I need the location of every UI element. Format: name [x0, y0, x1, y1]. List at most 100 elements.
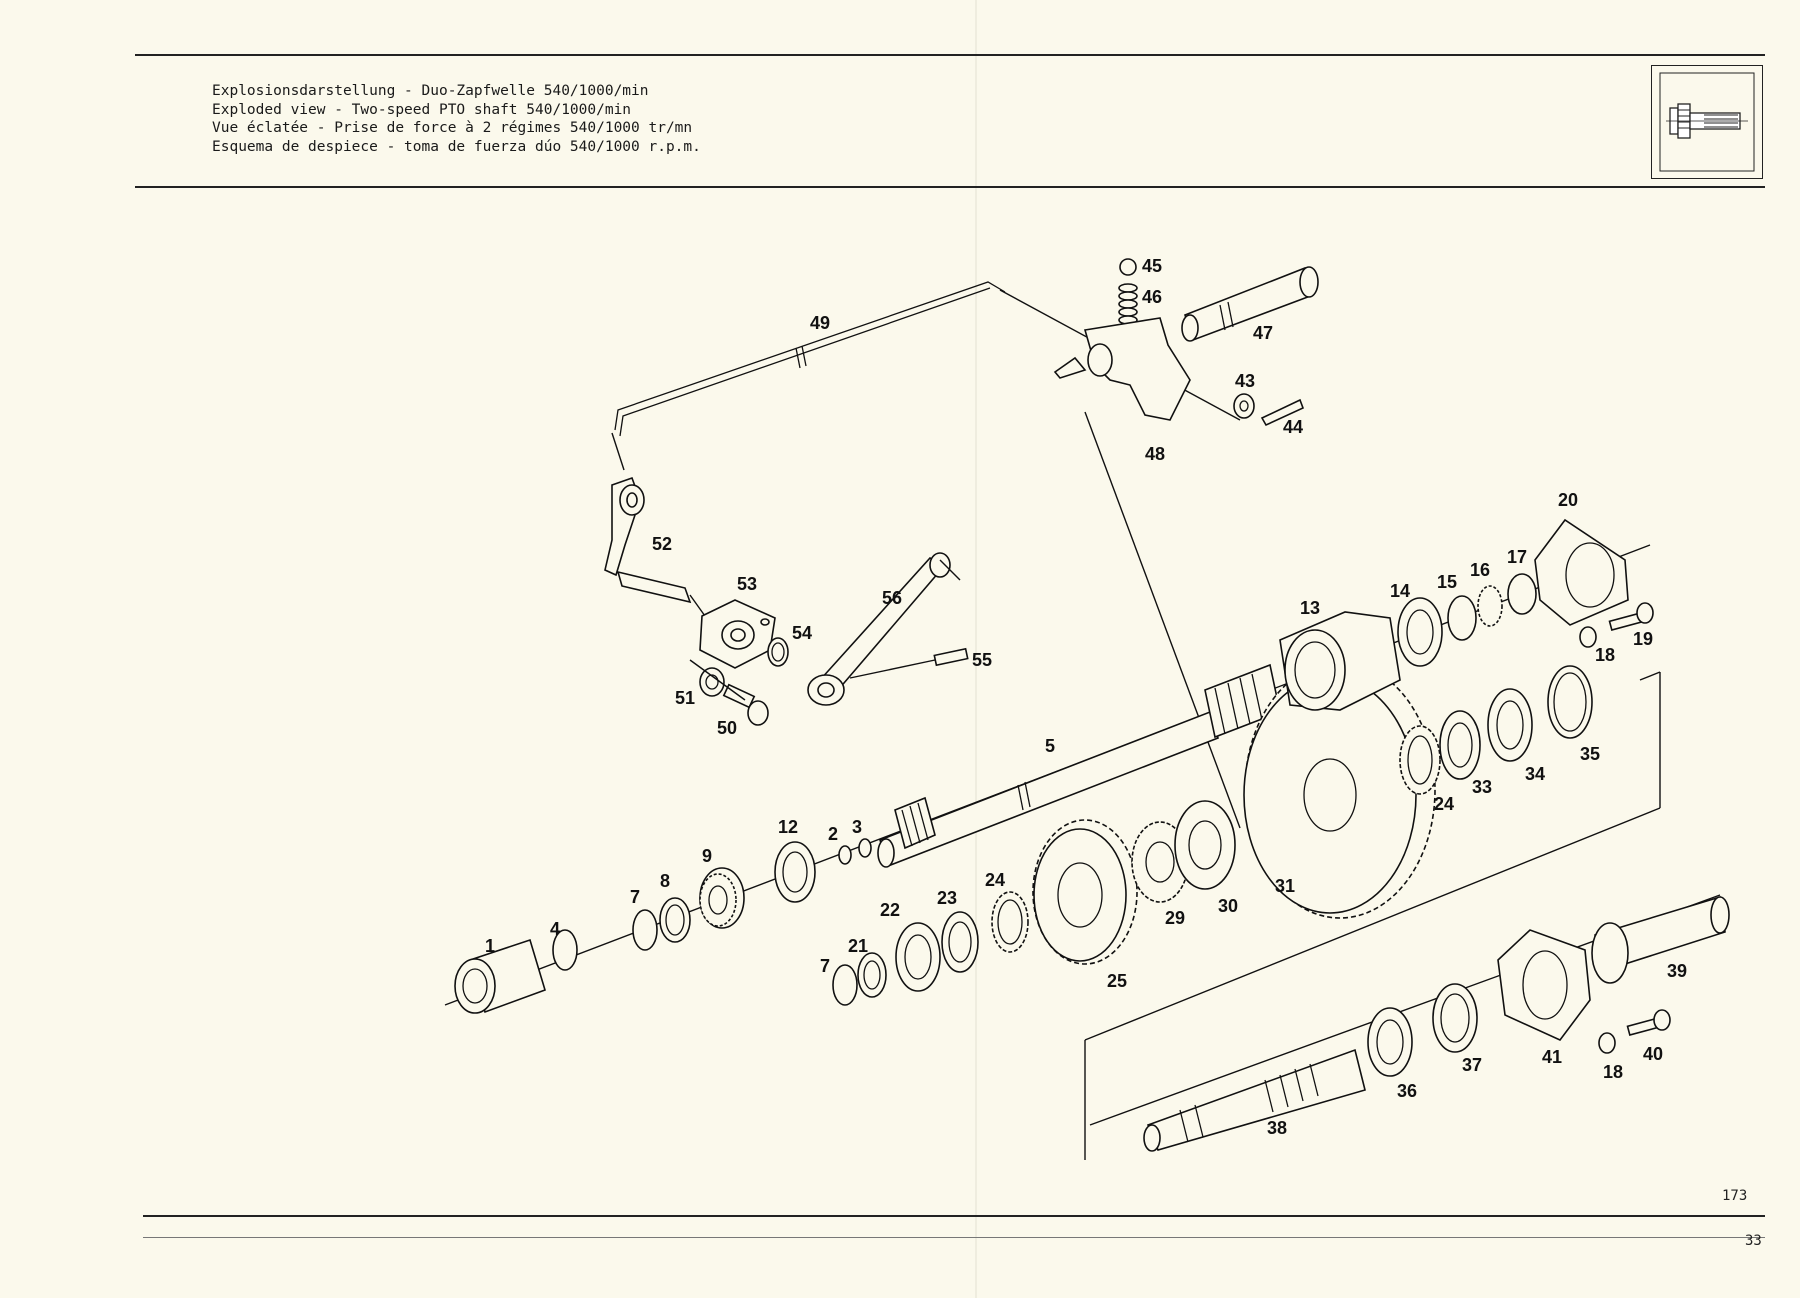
- label-20: 20: [1558, 490, 1578, 510]
- part-22-bearing: [895, 922, 941, 992]
- page-fold: [975, 0, 977, 1298]
- label-46: 46: [1142, 287, 1162, 307]
- label-4: 4: [550, 919, 560, 939]
- label-24: 24: [985, 870, 1005, 890]
- part-20-cover-plate: [1534, 518, 1629, 626]
- part-24b-needle-bearing: [1399, 725, 1441, 795]
- part-17-nut: [1507, 573, 1537, 615]
- label-29: 29: [1165, 908, 1185, 928]
- part-labels: 1 2 3 4 5 7 7 8 9 12 13 14 15 16 17 18 1…: [485, 256, 1687, 1138]
- part-47-shift-rod: [1181, 266, 1319, 342]
- label-14: 14: [1390, 581, 1410, 601]
- label-16: 16: [1470, 560, 1490, 580]
- part-44-cotter-pin: [1260, 398, 1305, 427]
- part-19-bolt: [1608, 602, 1654, 631]
- label-18: 18: [1595, 645, 1615, 665]
- part-18-washer: [1579, 626, 1597, 648]
- pto-shaft-icon: [1659, 72, 1755, 172]
- part-43-washer: [1233, 393, 1255, 419]
- sheet-number: 33: [1745, 1233, 1762, 1249]
- label-54: 54: [792, 623, 812, 643]
- part-38-output-shaft: [1143, 1048, 1366, 1152]
- part-54-ring: [767, 637, 789, 667]
- part-18b-washer: [1598, 1032, 1616, 1054]
- label-55: 55: [972, 650, 992, 670]
- part-45-ball: [1119, 258, 1137, 276]
- part-21-ring: [857, 952, 887, 998]
- part-39-shaft-sleeve: [1591, 895, 1730, 984]
- footer-rule: [143, 1215, 1765, 1217]
- label-45: 45: [1142, 256, 1162, 276]
- title-line-de: Explosionsdarstellung - Duo-Zapfwelle 54…: [212, 83, 649, 99]
- label-48: 48: [1145, 444, 1165, 464]
- label-38: 38: [1267, 1118, 1287, 1138]
- part-1-coupler: [454, 938, 546, 1014]
- part-25-gear: [1032, 819, 1138, 965]
- part-36-bearing: [1367, 1007, 1413, 1077]
- part-53-flange: [699, 599, 776, 669]
- part-34-bearing: [1487, 688, 1533, 762]
- label-7b: 7: [820, 956, 830, 976]
- label-15: 15: [1437, 572, 1457, 592]
- part-41-cover-plate: [1497, 929, 1591, 1041]
- part-52-lever: [604, 476, 716, 631]
- section-thumbnail: [1651, 65, 1763, 179]
- part-7b-circlip: [832, 964, 858, 1006]
- label-44: 44: [1283, 417, 1303, 437]
- label-8: 8: [660, 871, 670, 891]
- label-52: 52: [652, 534, 672, 554]
- label-25: 25: [1107, 971, 1127, 991]
- part-37-seal: [1432, 983, 1478, 1053]
- label-17: 17: [1507, 547, 1527, 567]
- part-33-bearing: [1439, 710, 1481, 780]
- part-35-ring: [1547, 665, 1593, 739]
- label-37: 37: [1462, 1055, 1482, 1075]
- label-53: 53: [737, 574, 757, 594]
- label-33: 33: [1472, 777, 1492, 797]
- header-bottom-rule: [135, 186, 1765, 188]
- label-7: 7: [630, 887, 640, 907]
- label-3: 3: [852, 817, 862, 837]
- top-rule: [135, 54, 1765, 56]
- part-30-clutch-sleeve: [1174, 800, 1236, 890]
- part-12-bearing: [774, 841, 816, 903]
- footer-rule-thin: [143, 1237, 1765, 1238]
- part-23-bearing: [941, 911, 979, 973]
- label-18b: 18: [1603, 1062, 1623, 1082]
- label-50: 50: [717, 718, 737, 738]
- label-19: 19: [1633, 629, 1653, 649]
- label-35: 35: [1580, 744, 1600, 764]
- title-block: Explosionsdarstellung - Duo-Zapfwelle 54…: [212, 82, 701, 156]
- label-31: 31: [1275, 876, 1295, 896]
- label-23: 23: [937, 888, 957, 908]
- label-22: 22: [880, 900, 900, 920]
- label-12: 12: [778, 817, 798, 837]
- part-16-lockwasher: [1477, 585, 1503, 627]
- label-40: 40: [1643, 1044, 1663, 1064]
- leader-48-30: [1084, 411, 1241, 829]
- label-5: 5: [1045, 736, 1055, 756]
- label-34: 34: [1525, 764, 1545, 784]
- label-9: 9: [702, 846, 712, 866]
- label-47: 47: [1253, 323, 1273, 343]
- label-43: 43: [1235, 371, 1255, 391]
- frame-corner: [1639, 671, 1661, 681]
- label-13: 13: [1300, 598, 1320, 618]
- part-49-rod: [611, 281, 1006, 471]
- label-24b: 24: [1434, 794, 1454, 814]
- label-51: 51: [675, 688, 695, 708]
- part-8-ring: [659, 897, 691, 943]
- label-1: 1: [485, 936, 495, 956]
- label-21: 21: [848, 936, 868, 956]
- part-2-washer: [838, 845, 852, 865]
- part-14-bearing: [1397, 597, 1443, 667]
- label-2: 2: [828, 824, 838, 844]
- part-3-washer: [858, 838, 872, 858]
- part-31-large-gear: [1243, 661, 1436, 919]
- title-line-es: Esquema de despiece - toma de fuerza dúo…: [212, 138, 701, 155]
- part-56-pedal-arm: [807, 552, 961, 706]
- label-39: 39: [1667, 961, 1687, 981]
- label-49: 49: [810, 313, 830, 333]
- part-15-ring: [1447, 595, 1477, 641]
